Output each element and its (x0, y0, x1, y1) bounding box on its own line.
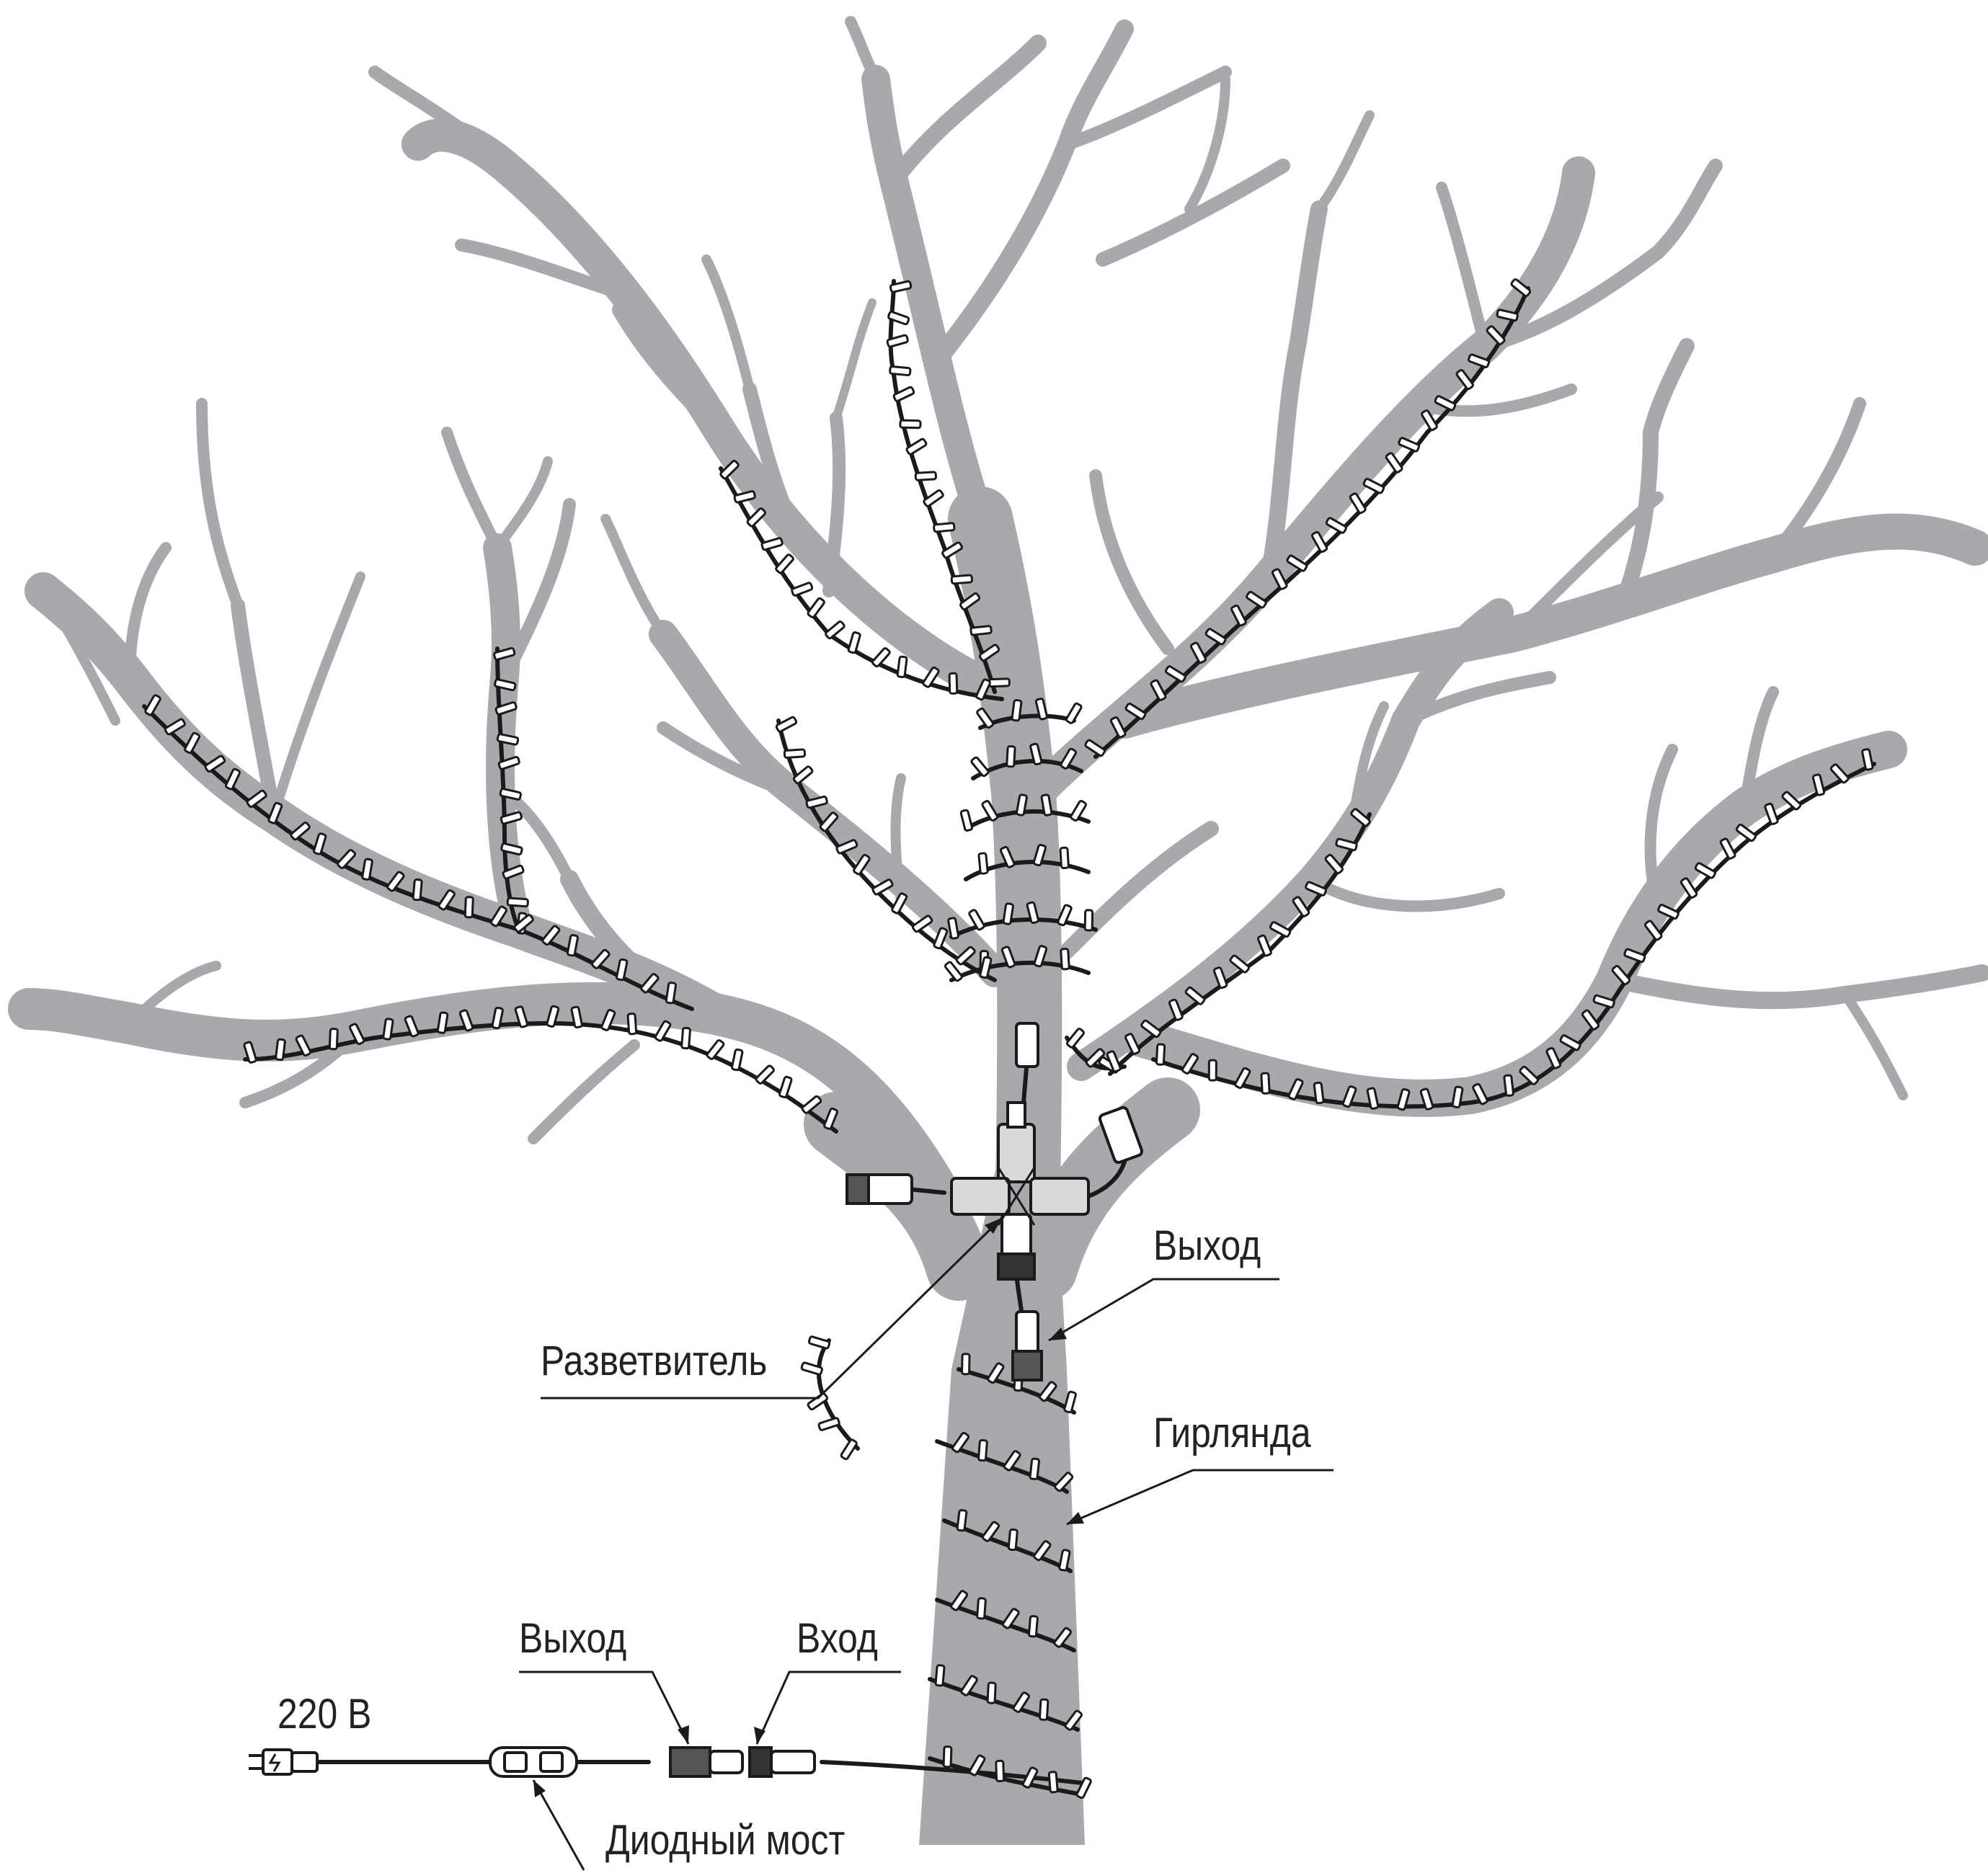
led-bulb (889, 366, 910, 375)
led-bulb (1065, 703, 1082, 724)
led-bulb (1060, 847, 1069, 868)
led-bulb (996, 1761, 1004, 1781)
led-bulb (936, 1665, 944, 1686)
led-bulb (329, 1028, 337, 1049)
led-bulb (465, 897, 473, 917)
led-bulb (957, 1510, 967, 1531)
garland-label: Гирлянда (1153, 1412, 1311, 1454)
plug-icon (249, 1750, 317, 1774)
led-bulb (807, 1393, 828, 1410)
led-bulb (1385, 453, 1403, 473)
right-long-branch (1124, 532, 1975, 721)
led-bulb (1012, 700, 1021, 721)
led-bulb (1363, 479, 1384, 494)
garland-leader (1067, 1470, 1334, 1524)
led-bulb (666, 982, 676, 1003)
led-bulb (900, 420, 920, 428)
led-bulb (971, 626, 992, 635)
led-bulb (682, 1028, 691, 1049)
led-bulb (1209, 1060, 1216, 1080)
led-bulb (1029, 1616, 1037, 1637)
led-bulb (1030, 1459, 1039, 1480)
voltage-label: 220 В (278, 1694, 371, 1735)
led-bulb (784, 749, 805, 758)
led-bulb (791, 582, 813, 596)
led-bulb (1008, 1529, 1017, 1550)
led-bulb (971, 757, 990, 777)
led-bulb (761, 538, 783, 551)
led-bulb (989, 679, 1009, 687)
led-bulb (809, 1336, 830, 1349)
led-bulb (978, 1440, 987, 1461)
led-bulb (1049, 1771, 1057, 1792)
input-leader (757, 1672, 901, 1744)
led-bulb (413, 879, 422, 900)
led-bulb (1039, 1699, 1048, 1720)
led-bulb (779, 1077, 792, 1098)
led-bulb (979, 853, 988, 874)
led-bulb (1085, 910, 1093, 930)
led-bulb (1504, 1075, 1514, 1096)
led-bulb (962, 1354, 970, 1374)
left-middle-branch (43, 591, 721, 1016)
diode-bridge-icon (490, 1748, 577, 1776)
mid-left-branch (663, 634, 995, 973)
led-bulb (275, 1039, 285, 1060)
led-bulb (961, 810, 973, 832)
led-bulb (706, 1039, 724, 1059)
led-bulb (951, 575, 972, 584)
led-bulb (1061, 948, 1070, 969)
led-bulb (383, 1018, 394, 1039)
output-upper-label: Выход (1153, 1225, 1261, 1267)
led-bulb (933, 523, 954, 533)
output-lower-leader (519, 1672, 688, 1744)
tree-silhouette (29, 22, 1982, 1845)
diode-bridge-label: Диодный мост (605, 1820, 845, 1861)
led-bulb (1007, 746, 1016, 767)
led-bulb (793, 766, 813, 784)
led-bulb (1003, 903, 1013, 924)
led-bulb (915, 472, 936, 481)
led-bulb (818, 1418, 840, 1431)
led-bulb (977, 1598, 986, 1619)
led-bulb (840, 1439, 857, 1460)
splitter-label: Разветвитель (541, 1340, 767, 1382)
led-bulb (1261, 1073, 1269, 1093)
led-bulb (944, 1747, 951, 1767)
led-bulb (871, 647, 890, 667)
led-bulb (507, 898, 528, 907)
lower-left-branch (29, 1003, 937, 1189)
led-bulb (949, 673, 957, 693)
led-bulb (1156, 1044, 1165, 1065)
led-bulb (628, 1013, 636, 1034)
output-lower-label: Выход (519, 1618, 626, 1660)
output-upper-leader (1049, 1279, 1279, 1340)
led-bulb (1314, 1082, 1323, 1103)
input-label: Вход (796, 1618, 878, 1660)
led-bulb (988, 1683, 995, 1703)
led-bulb (848, 632, 861, 654)
led-bulb (897, 657, 907, 677)
